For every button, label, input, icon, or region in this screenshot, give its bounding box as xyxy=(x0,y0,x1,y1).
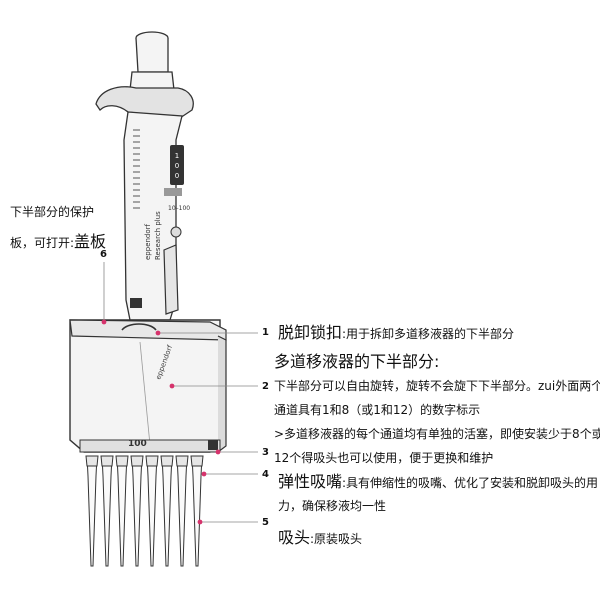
pipette-tip xyxy=(115,455,129,567)
callout-2-line1: 下半部分可以自由旋转，旋转不会旋下下半部分。zui外面两个 xyxy=(274,379,600,393)
callout-num-2: 2 xyxy=(262,381,269,392)
callout-4-desc: :具有伸缩性的吸嘴、优化了安装和脱卸吸头的用 xyxy=(342,476,599,490)
finger-hook xyxy=(95,86,194,119)
pipette-tip xyxy=(160,455,174,567)
tips xyxy=(85,455,204,567)
pipette-tip xyxy=(100,455,114,567)
handle-range-text: 10–100 xyxy=(168,205,190,212)
cover-label-emph: 盖板 xyxy=(74,232,107,251)
handle-model-text: Research plus xyxy=(154,211,162,260)
callout-4-title: 弹性吸嘴 xyxy=(278,472,343,491)
callout-2-line4: 12个得吸头也可以使用，便于更换和维护 xyxy=(274,451,494,465)
pipette-tip xyxy=(85,455,99,567)
callout-2-heading: 多道移液器的下半部分: xyxy=(274,352,440,371)
callout-num-1: 1 xyxy=(262,327,269,338)
callout-1-title: 脱卸锁扣 xyxy=(278,323,343,342)
pipette-tip xyxy=(145,455,159,567)
handle-brand-text: eppendorf xyxy=(144,223,152,260)
pipette-tip xyxy=(130,455,144,567)
svg-text:0: 0 xyxy=(175,162,179,170)
handle-logo xyxy=(130,298,142,308)
ejector-arm xyxy=(163,244,179,315)
lower-part xyxy=(69,319,227,453)
callout-4-line2: 力，确保移液均一性 xyxy=(278,499,387,513)
callout-2-line3: >多道移液器的每个通道均有单独的活塞，即使安装少于8个或 xyxy=(274,427,600,441)
cover-label-line2: 板，可打开:盖板 xyxy=(10,234,106,250)
callout-num-4: 4 xyxy=(262,469,269,480)
eject-lock xyxy=(121,323,157,331)
svg-text:0: 0 xyxy=(175,172,179,180)
callout-num-5: 5 xyxy=(262,517,269,528)
lower-volume-text: 100 xyxy=(128,439,147,449)
grip-ribs xyxy=(133,129,140,209)
callout-1-desc: :用于拆卸多道移液器的下半部分 xyxy=(342,327,515,341)
callout-num-6: 6 xyxy=(100,249,107,260)
callout-1: 脱卸锁扣:用于拆卸多道移液器的下半部分 xyxy=(278,325,514,341)
channel-marker xyxy=(208,440,218,450)
callout-5-desc: :原装吸头 xyxy=(310,532,363,546)
cover-label-prefix: 板，可打开: xyxy=(10,236,75,250)
leader-lines xyxy=(103,262,258,523)
callout-4: 弹性吸嘴:具有伸缩性的吸嘴、优化了安装和脱卸吸头的用 xyxy=(278,474,598,490)
svg-text:1: 1 xyxy=(175,152,179,160)
cover-label-line1: 下半部分的保护 xyxy=(10,205,95,219)
pipette-tip xyxy=(190,455,204,567)
callout-num-3: 3 xyxy=(262,447,269,458)
callout-2-line2: 通道具有1和8（或1和12）的数字标示 xyxy=(274,403,481,417)
volume-display xyxy=(170,145,184,185)
callout-5: 吸头:原装吸头 xyxy=(278,530,362,546)
plunger-button xyxy=(129,31,175,91)
callout-markers xyxy=(101,319,221,525)
handle-knob xyxy=(170,226,182,238)
color-band xyxy=(164,188,182,196)
pipette-tip xyxy=(175,455,189,567)
callout-5-title: 吸头 xyxy=(278,528,311,547)
